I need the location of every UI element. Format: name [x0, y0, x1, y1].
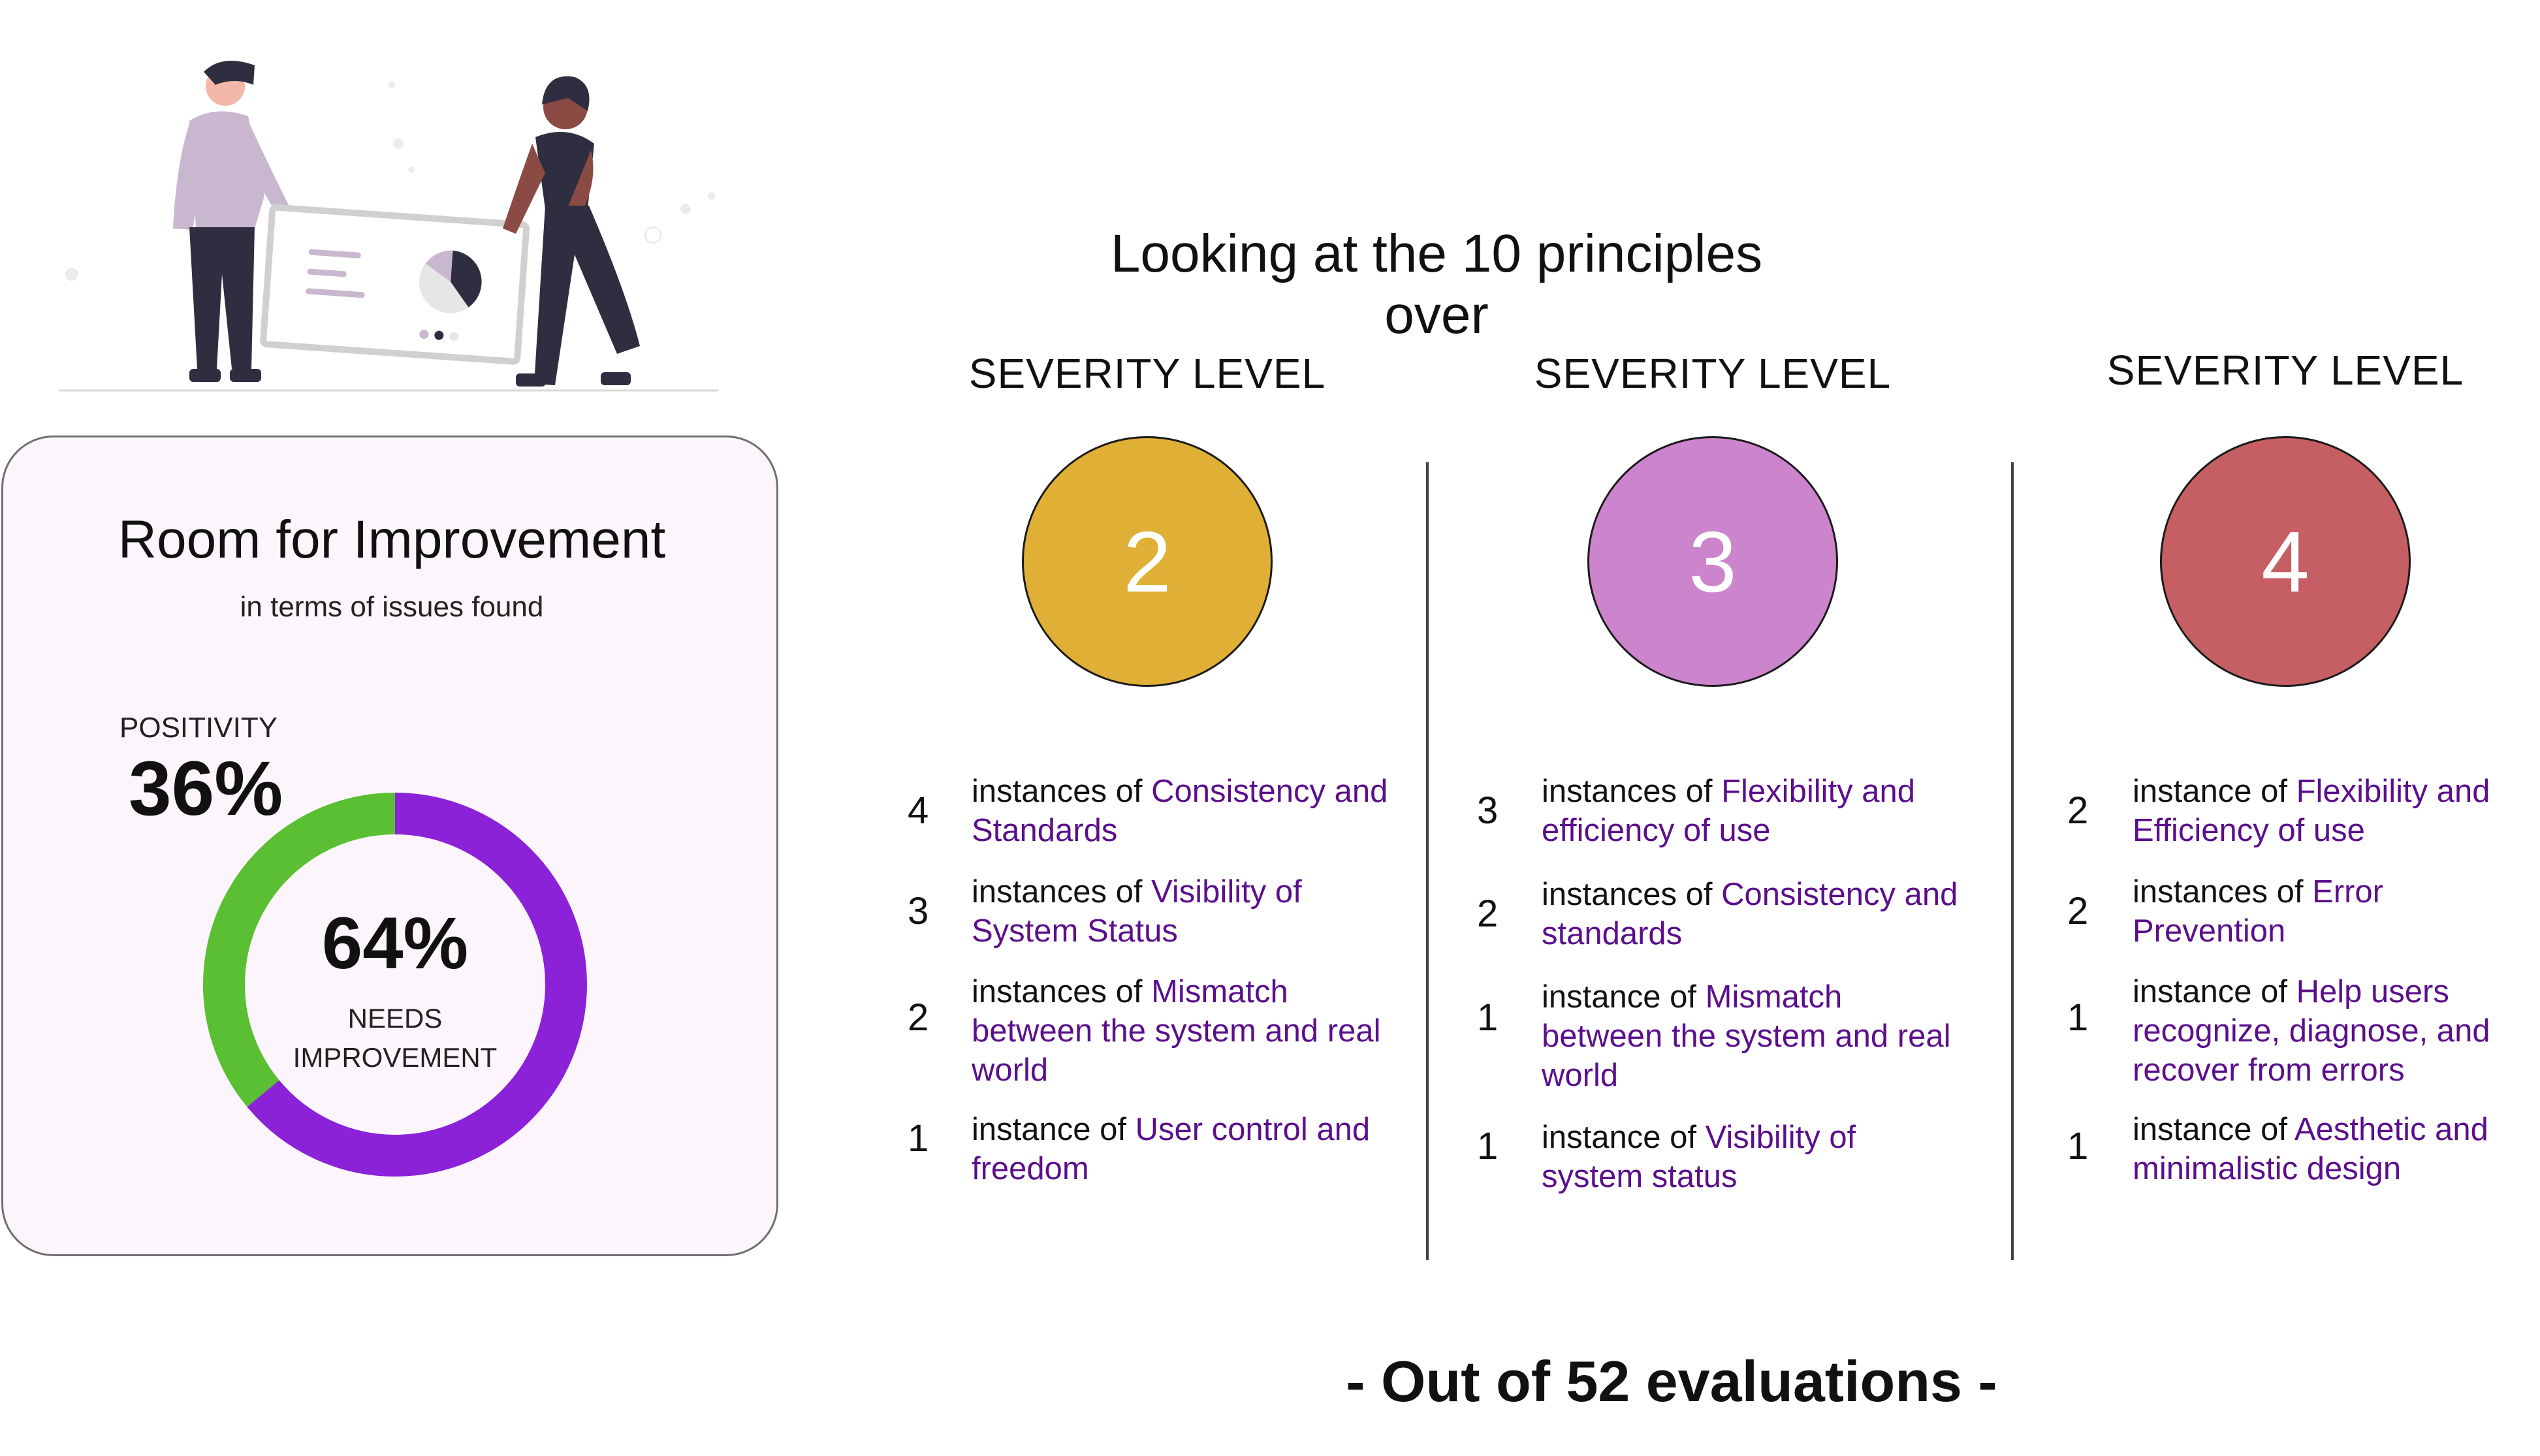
- item-description: instance of Mismatch between the system …: [1542, 979, 1951, 1093]
- item-description: instances of Visibility of System Status: [972, 874, 1302, 949]
- needs-improvement-label: NEEDS IMPROVEMENT: [199, 999, 591, 1077]
- item-count: 3: [1477, 789, 1499, 832]
- column-divider: [1426, 462, 1429, 1260]
- severity-badge-3: 3: [1587, 436, 1838, 687]
- severity-level-4: 4: [2261, 513, 2310, 610]
- item-count: 2: [2067, 789, 2089, 832]
- item-description: instance of Visibility of system status: [1542, 1120, 1856, 1194]
- severity-badge-4: 4: [2160, 436, 2411, 687]
- item-description: instances of Consistency and standards: [1542, 877, 1958, 951]
- item-count: 2: [908, 996, 929, 1039]
- needs-label-line1: NEEDS: [347, 1003, 443, 1034]
- donut-chart: [203, 792, 588, 1177]
- item-description: instances of Mismatch between the system…: [972, 974, 1381, 1088]
- severity-level-2: 2: [1123, 513, 1171, 610]
- item-count: 3: [908, 890, 929, 932]
- people-with-chart-illustration: [59, 60, 718, 392]
- positivity-label: POSITIVITY: [119, 712, 278, 744]
- severity-level-3: 3: [1689, 513, 1737, 610]
- severity-badge-2: 2: [1022, 436, 1273, 687]
- item-count: 2: [2067, 890, 2089, 932]
- improvement-card: Room for Improvement in terms of issues …: [1, 435, 778, 1256]
- item-count: 1: [2067, 996, 2089, 1039]
- card-subtitle: in terms of issues found: [240, 591, 544, 623]
- column-divider: [2011, 462, 2014, 1260]
- item-count: 1: [1477, 996, 1499, 1039]
- severity-title-2: SEVERITY LEVEL: [968, 350, 1326, 397]
- principles-heading: Looking at the 10 principles over: [1110, 224, 1763, 345]
- item-description: instances of Error Prevention: [2133, 874, 2383, 949]
- item-count: 4: [908, 789, 929, 832]
- donut-segment-needs-improvement: [203, 793, 587, 1177]
- item-description: instances of Flexibility and efficiency …: [1542, 774, 1915, 848]
- item-description: instances of Consistency and Standards: [972, 774, 1388, 848]
- severity-title-4: SEVERITY LEVEL: [2106, 347, 2464, 394]
- item-count: 1: [2067, 1125, 2089, 1167]
- card-title: Room for Improvement: [118, 510, 666, 569]
- evaluations-footer: - Out of 52 evaluations -: [1346, 1349, 1997, 1414]
- item-count: 1: [908, 1117, 929, 1160]
- item-description: instance of Help users recognize, diagno…: [2133, 974, 2490, 1088]
- severity-title-3: SEVERITY LEVEL: [1534, 350, 1892, 397]
- item-description: instance of User control and freedom: [972, 1112, 1371, 1186]
- item-count: 1: [1477, 1125, 1499, 1167]
- positivity-value: 36%: [129, 746, 283, 832]
- item-description: instance of Flexibility and Efficiency o…: [2133, 774, 2490, 848]
- item-count: 2: [1477, 893, 1499, 935]
- needs-label-line2: IMPROVEMENT: [293, 1042, 498, 1073]
- item-description: instance of Aesthetic and minimalistic d…: [2133, 1112, 2488, 1186]
- needs-improvement-value: 64%: [321, 902, 469, 984]
